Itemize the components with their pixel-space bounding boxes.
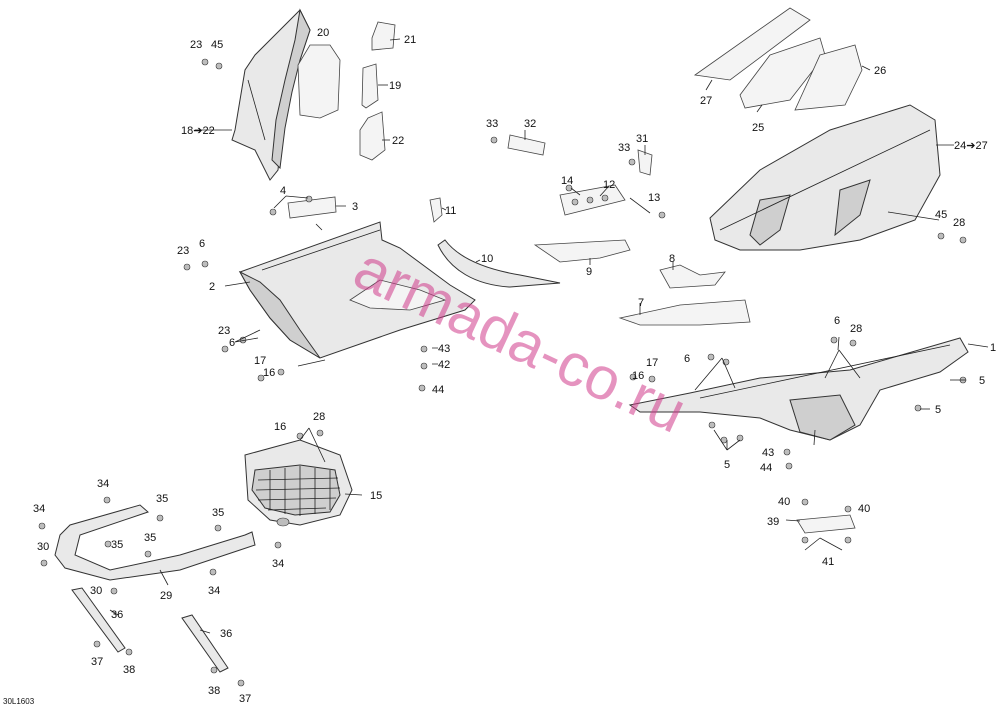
lower-frame-right xyxy=(628,337,969,534)
callout-17-left: 17 xyxy=(254,355,266,367)
callout-37-left: 37 xyxy=(91,656,103,668)
callout-10: 10 xyxy=(481,253,493,265)
callout-27: 27 xyxy=(700,95,712,107)
callout-28-top: 28 xyxy=(953,217,965,229)
callout-16-grille: 16 xyxy=(274,421,286,433)
callout-43-right: 43 xyxy=(762,447,774,459)
callout-23-low: 23 xyxy=(218,325,230,337)
callout-32: 32 xyxy=(524,118,536,130)
callout-30-low: 30 xyxy=(90,585,102,597)
callout-28-mid: 28 xyxy=(850,323,862,335)
callout-30-left: 30 xyxy=(37,541,49,553)
callout-43-left: 43 xyxy=(438,343,450,355)
callout-16-right: 16 xyxy=(632,370,644,382)
callout-22: 22 xyxy=(392,135,404,147)
callout-23-mid: 23 xyxy=(177,245,189,257)
callout-1: 1 xyxy=(990,342,996,354)
callout-35-right: 35 xyxy=(212,507,224,519)
front-grille xyxy=(244,439,353,527)
callout-35-center: 35 xyxy=(144,532,156,544)
callout-11: 11 xyxy=(445,205,456,217)
callout-29: 29 xyxy=(160,590,172,602)
callout-25: 25 xyxy=(752,122,764,134)
callout-18-22: 18➔22 xyxy=(181,125,215,137)
callout-5-right: 5 xyxy=(979,375,985,387)
callout-39: 39 xyxy=(767,516,779,528)
callout-6-mid: 6 xyxy=(229,337,235,349)
callout-36-left: 36 xyxy=(111,609,123,621)
callout-26: 26 xyxy=(874,65,886,77)
callout-36-right: 36 xyxy=(220,628,232,640)
callout-2: 2 xyxy=(209,281,215,293)
callout-14: 14 xyxy=(561,175,573,187)
callout-12: 12 xyxy=(603,179,615,191)
callout-41: 41 xyxy=(822,556,834,568)
callout-3: 3 xyxy=(352,201,358,213)
side-panel-assembly xyxy=(231,8,396,181)
callout-7: 7 xyxy=(638,297,644,309)
callout-44-left: 44 xyxy=(432,384,444,396)
callout-8: 8 xyxy=(669,253,675,265)
callout-19: 19 xyxy=(389,80,401,92)
callout-34-right: 34 xyxy=(272,558,284,570)
callout-17-right: 17 xyxy=(646,357,658,369)
callout-15: 15 xyxy=(370,490,382,502)
brackets-group xyxy=(429,134,751,326)
diagram-code: 30L1603 xyxy=(3,697,35,706)
callout-42: 42 xyxy=(438,359,450,371)
callout-4: 4 xyxy=(280,185,286,197)
callout-21: 21 xyxy=(404,34,416,46)
callout-37-right: 37 xyxy=(239,693,251,705)
right-side-panel xyxy=(693,7,941,251)
callout-labels: 1 2 3 4 5 5 5 6 6 6 6 7 8 9 10 11 12 13 … xyxy=(3,27,996,706)
callout-13: 13 xyxy=(648,192,660,204)
callout-45-top: 45 xyxy=(211,39,223,51)
callout-33-left: 33 xyxy=(486,118,498,130)
callout-40-left: 40 xyxy=(778,496,790,508)
callout-38-right: 38 xyxy=(208,685,220,697)
callout-44-right: 44 xyxy=(760,462,772,474)
callout-5-bottom: 5 xyxy=(724,459,730,471)
callout-6-far: 6 xyxy=(834,315,840,327)
callout-33-right: 33 xyxy=(618,142,630,154)
callout-38-left: 38 xyxy=(123,664,135,676)
watermark: armada-co.ru xyxy=(345,234,697,446)
leader-lines xyxy=(109,38,989,634)
hardware xyxy=(38,58,967,687)
callout-34-low: 34 xyxy=(208,585,220,597)
callout-6-top: 6 xyxy=(199,238,205,250)
callout-45-right: 45 xyxy=(935,209,947,221)
belly-pan xyxy=(238,196,476,359)
callout-28-grille: 28 xyxy=(313,411,325,423)
callout-16-left: 16 xyxy=(263,367,275,379)
callout-35-top: 35 xyxy=(156,493,168,505)
callout-24-27: 24➔27 xyxy=(954,140,988,152)
front-bumper xyxy=(54,504,256,673)
callout-6-right: 6 xyxy=(684,353,690,365)
callout-31: 31 xyxy=(636,133,648,145)
callout-9: 9 xyxy=(586,266,592,278)
callout-34-left: 34 xyxy=(33,503,45,515)
callout-40-right: 40 xyxy=(858,503,870,515)
callout-20: 20 xyxy=(317,27,329,39)
callout-23-top: 23 xyxy=(190,39,202,51)
callout-34-top: 34 xyxy=(97,478,109,490)
callout-35-mid: 35 xyxy=(111,539,123,551)
callout-5-lower: 5 xyxy=(935,404,941,416)
